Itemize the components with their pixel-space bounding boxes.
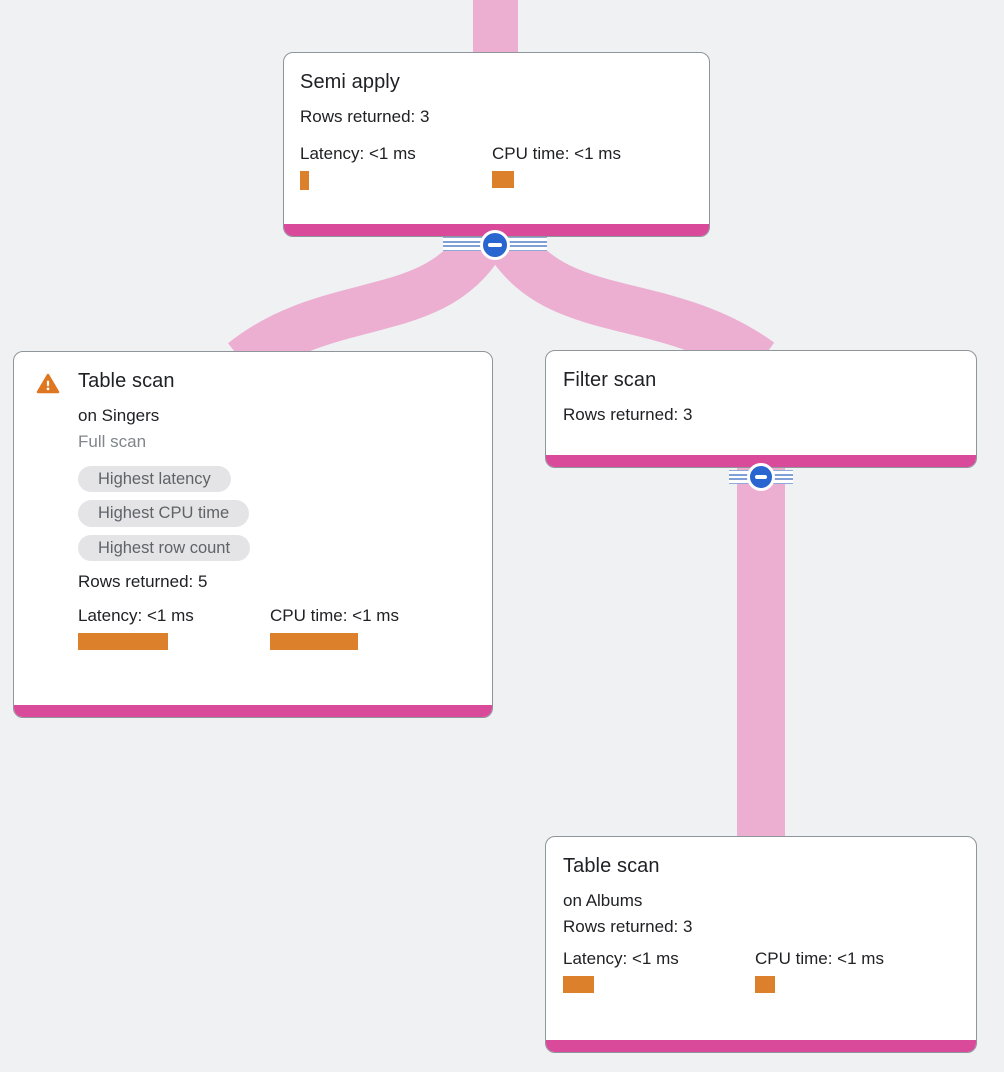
latency-label: Latency: <1 ms — [78, 605, 194, 625]
badges-list: Highest latency Highest CPU time Highest… — [78, 462, 476, 566]
node-accent-bar — [546, 455, 976, 467]
plan-node-filter-scan[interactable]: Filter scan Rows returned: 3 — [545, 350, 977, 468]
scan-type: Full scan — [78, 432, 147, 452]
metrics-row: Latency: <1 ms CPU time: <1 ms — [563, 949, 959, 993]
rows-returned: Rows returned: 3 — [563, 405, 693, 424]
cpu-time-label: CPU time: <1 ms — [755, 948, 884, 968]
badge-highest-row-count: Highest row count — [78, 534, 251, 562]
latency-label: Latency: <1 ms — [563, 948, 679, 968]
cpu-time-bar — [492, 171, 514, 189]
warning-icon — [36, 372, 60, 396]
cpu-time-label: CPU time: <1 ms — [492, 144, 621, 164]
node-accent-bar — [14, 705, 492, 717]
latency-metric: Latency: <1 ms — [563, 949, 755, 993]
cpu-time-metric: CPU time: <1 ms — [270, 606, 462, 650]
node-title: Semi apply — [300, 71, 400, 93]
node-subtitle: on Singers — [78, 406, 160, 425]
collapse-control-semi-apply — [443, 230, 547, 260]
latency-label: Latency: <1 ms — [300, 144, 416, 164]
rows-returned: Rows returned: 5 — [78, 572, 208, 592]
node-subtitle: on Albums — [563, 891, 643, 910]
minus-icon — [488, 243, 502, 247]
cpu-time-bar — [755, 975, 775, 993]
collapse-button[interactable] — [480, 230, 510, 260]
edge-parent-to-semi-apply — [473, 0, 518, 57]
edge-filter-scan-to-table-scan-albums — [737, 462, 785, 840]
node-title: Table scan — [78, 370, 175, 392]
edge-semi-apply-to-table-scan-singers — [227, 225, 505, 382]
metrics-row: Latency: <1 ms CPU time: <1 ms — [300, 144, 693, 191]
collapse-control-filter-scan — [729, 463, 793, 491]
latency-bar — [300, 171, 309, 191]
cpu-time-metric: CPU time: <1 ms — [755, 949, 947, 993]
rows-returned: Rows returned: 3 — [300, 107, 430, 126]
badge-highest-cpu-time: Highest CPU time — [78, 500, 250, 527]
metrics-row: Latency: <1 ms CPU time: <1 ms — [78, 606, 476, 650]
rows-returned: Rows returned: 3 — [563, 917, 693, 937]
edge-semi-apply-to-filter-scan — [485, 224, 775, 382]
latency-bar — [78, 632, 168, 650]
collapse-button[interactable] — [747, 463, 775, 491]
cpu-time-bar — [270, 632, 358, 650]
plan-node-semi-apply[interactable]: Semi apply Rows returned: 3 Latency: <1 … — [283, 52, 710, 237]
node-title: Table scan — [563, 855, 660, 877]
latency-metric: Latency: <1 ms — [300, 144, 492, 191]
latency-bar — [563, 975, 594, 993]
node-title: Filter scan — [563, 369, 657, 391]
plan-node-table-scan-singers[interactable]: Table scan on Singers Full scan Highest … — [13, 351, 493, 718]
cpu-time-metric: CPU time: <1 ms — [492, 144, 684, 190]
latency-metric: Latency: <1 ms — [78, 606, 270, 650]
badge-highest-latency: Highest latency — [78, 465, 231, 493]
plan-node-table-scan-albums[interactable]: Table scan on Albums Rows returned: 3 La… — [545, 836, 977, 1053]
cpu-time-label: CPU time: <1 ms — [270, 605, 399, 625]
node-accent-bar — [546, 1040, 976, 1052]
minus-icon — [755, 475, 767, 479]
